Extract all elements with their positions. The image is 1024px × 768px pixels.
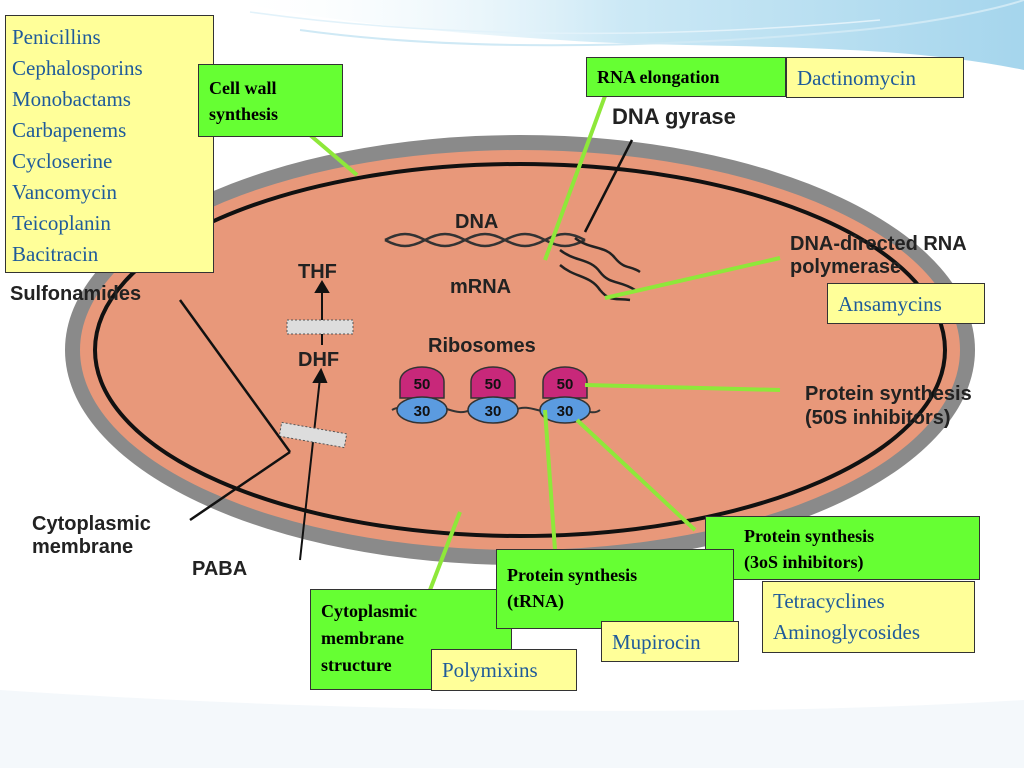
ribosome-30s-label: 30 [414,403,431,420]
target-cell-wall-line1: Cell wall [209,78,277,98]
target-cell-wall-line2: synthesis [209,104,279,124]
protein-synthesis-50s-label-line1: Protein synthesis [805,383,972,405]
ribosome-50s-subunit [470,366,516,399]
dna-directed-rna-label-line2: polymerase [790,256,901,278]
drug-mupirocin: Mupirocin [612,630,701,654]
target-membrane-line1: Cytoplasmic [321,601,417,621]
cytoplasmic-membrane-label-line2: membrane [32,536,133,558]
ribosome-30s-label: 30 [557,403,574,420]
dna-label: DNA [455,211,498,233]
drug-teicoplanin: Teicoplanin [12,211,111,235]
mrna-strands [559,236,641,302]
ribosome-50s-label: 50 [485,376,502,393]
thf-label: THF [298,261,337,283]
ribosome-30s-label: 30 [485,403,502,420]
target-protein-30s-line1: Protein synthesis [744,526,875,546]
dna-directed-rna-label-line1: DNA-directed RNA [790,233,967,255]
drug-cephalosporins: Cephalosporins [12,56,143,80]
ribosome-30s-subunit [539,396,591,424]
drug-penicillins: Penicillins [12,25,101,49]
drug-ansamycins: Ansamycins [838,292,942,316]
cytoplasmic-membrane-ring [93,162,947,538]
protein-synthesis-50s-label-line2: (50S inhibitors) [805,407,951,429]
drug-vancomycin: Vancomycin [12,180,117,204]
ribosomes: 50 30 50 30 50 30 [396,366,591,424]
drug-cycloserine: Cycloserine [12,149,113,173]
target-protein-30s-line2: (3oS inhibitors) [744,552,864,572]
ribosomes-label: Ribosomes [428,335,536,357]
dhf-label: DHF [298,349,339,371]
dna-helix [384,232,586,248]
sulfonamides-label: Sulfonamides [10,283,141,305]
mrna-label: mRNA [450,276,511,298]
ribosome-30s-subunit [396,396,448,424]
target-protein-trna-line2: (tRNA) [507,591,564,611]
label-pointers [178,139,634,522]
folate-pathway-arrows [299,280,330,561]
ribosome-30s-drug-box: Tetracyclines Aminoglycosides [762,581,975,653]
ribosome-50s-subunit [542,366,588,399]
cell-wall-drug-list: Penicillins Cephalosporins Monobactams C… [5,15,214,273]
dna-gyrase-label: DNA gyrase [612,104,736,129]
ansamycins-box: Ansamycins [827,283,985,324]
protein-synthesis-30s-target: Protein synthesis (3oS inhibitors) [705,516,980,580]
cell-wall-synthesis-target: Cell wall synthesis [198,64,343,137]
drug-aminoglycosides: Aminoglycosides [773,620,920,644]
sulfonamide-block-bar-lower [278,421,348,449]
polymixins-box: Polymixins [431,649,577,691]
target-membrane-line2: membrane [321,628,404,648]
paba-label: PABA [192,558,247,580]
drug-polymixins: Polymixins [442,658,538,682]
connector-lines [308,95,781,591]
drug-dactinomycin: Dactinomycin [797,66,916,90]
drug-monobactams: Monobactams [12,87,131,111]
rna-elongation-target: RNA elongation [586,57,786,97]
ribosome-50s-subunit [399,366,445,399]
drug-tetracyclines: Tetracyclines [773,589,885,613]
drug-carbapenems: Carbapenems [12,118,127,142]
protein-synthesis-trna-target: Protein synthesis (tRNA) [496,549,734,629]
cytoplasm [80,150,960,550]
mupirocin-box: Mupirocin [601,621,739,662]
cytoplasmic-membrane-label-line1: Cytoplasmic [32,513,151,535]
ribosome-30s-subunit [467,396,519,424]
target-protein-trna-line1: Protein synthesis [507,565,638,585]
target-rna-elongation: RNA elongation [597,67,720,87]
ribosome-50s-label: 50 [557,376,574,393]
target-membrane-line3: structure [321,655,392,675]
ribosome-50s-label: 50 [414,376,431,393]
sulfonamide-block-bar-upper [286,319,354,335]
drug-bacitracin: Bacitracin [12,242,99,266]
dactinomycin-box: Dactinomycin [786,57,964,98]
